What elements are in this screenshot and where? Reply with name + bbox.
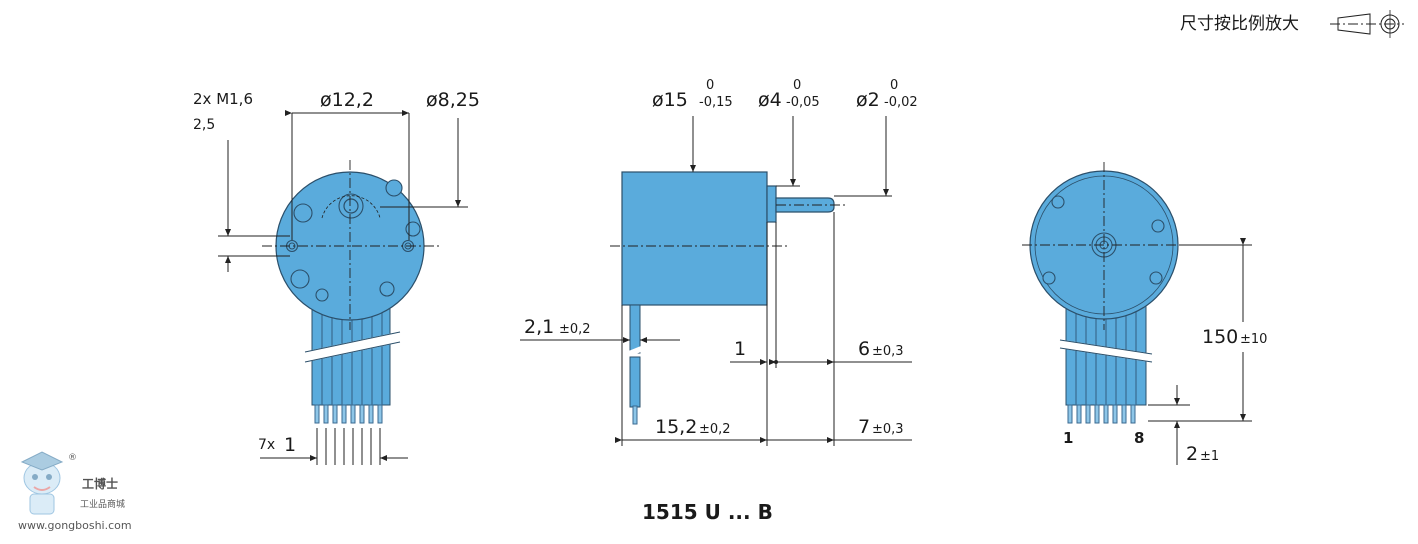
plate-thick: 2,1	[524, 316, 554, 338]
pins-left	[314, 404, 383, 424]
shaft-length-tol: ±0,3	[872, 344, 904, 359]
total-shaft-tol: ±0,3	[872, 422, 904, 437]
shaft	[775, 197, 835, 213]
screw-label: 2x M1,6	[193, 90, 253, 108]
shaft-dia: ø2	[856, 89, 880, 111]
body-tol-lower: -0,15	[699, 95, 733, 110]
screw-depth: 2,5	[193, 117, 215, 133]
pitch-prefix: 7x	[258, 437, 275, 453]
hub	[338, 193, 364, 219]
plate-thick-tol: ±0,2	[559, 322, 591, 337]
projection-symbol-icon	[1330, 10, 1404, 38]
body-dia: ø15	[652, 89, 688, 111]
hub-dia: ø8,25	[426, 89, 480, 111]
left-view: 2x M1,6 2,5 ø12,2 ø8,25 7x 1	[193, 89, 480, 465]
total-shaft: 7	[858, 416, 870, 438]
boss	[766, 185, 777, 223]
motor-body-side	[621, 171, 768, 306]
scale-note: 尺寸按比例放大	[1180, 14, 1299, 34]
boss-tol-upper: 0	[793, 78, 801, 93]
body-tol-upper: 0	[706, 78, 714, 93]
lead-length-tol: ±10	[1240, 332, 1267, 347]
watermark-logo: ® 工博士 工业品商城 www.gongboshi.com	[18, 451, 132, 532]
pin-last-label: 8	[1134, 429, 1144, 447]
boss-length: 1	[734, 338, 746, 360]
shaft-tol-lower: -0,02	[884, 95, 918, 110]
body-length-tol: ±0,2	[699, 422, 731, 437]
shaft-length: 6	[858, 338, 870, 360]
watermark-url: www.gongboshi.com	[18, 519, 132, 532]
pitch-value: 1	[284, 434, 296, 456]
middle-view: ø15 0 -0,15 ø4 0 -0,05 ø2 0 -0,02 2,1 ±0…	[520, 78, 918, 446]
pins-right	[1067, 404, 1136, 424]
hole-circle-dia: ø12,2	[320, 89, 374, 111]
lead-length: 150	[1202, 326, 1238, 348]
watermark-tagline: 工业品商城	[80, 498, 125, 510]
model-label: 1515 U ... B	[642, 500, 773, 524]
boss-dia: ø4	[758, 89, 782, 111]
pin-strip: 2	[1186, 443, 1198, 465]
right-view: 150 ±10 2 ±1 1 8	[1022, 162, 1284, 465]
boss-tol-lower: -0,05	[786, 95, 820, 110]
pin-first-label: 1	[1063, 429, 1073, 447]
watermark-brand: 工博士	[82, 476, 118, 491]
svg-text:®: ®	[68, 453, 77, 463]
body-length: 15,2	[655, 416, 697, 438]
shaft-tol-upper: 0	[890, 78, 898, 93]
pin-strip-tol: ±1	[1200, 449, 1219, 464]
